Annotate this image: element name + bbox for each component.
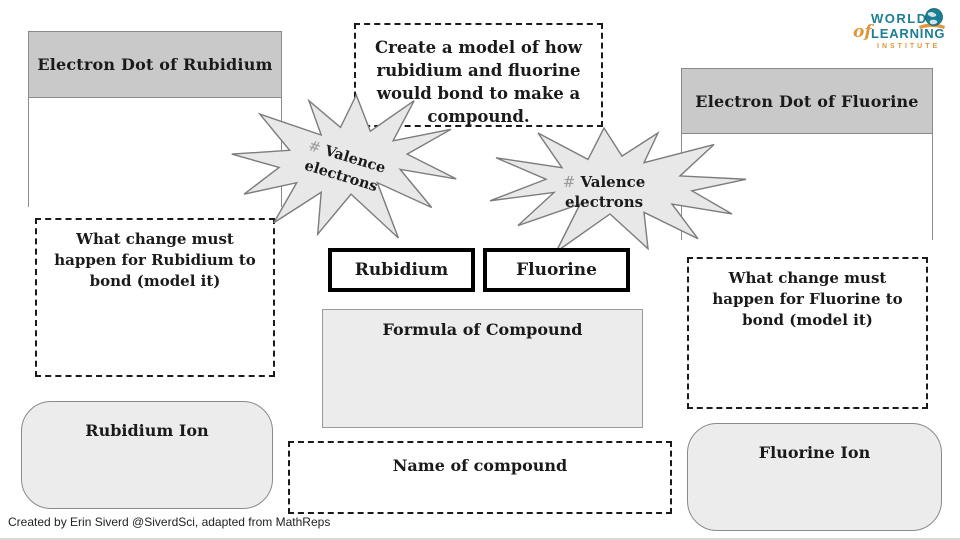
valence-label-text: Valence electrons bbox=[564, 173, 646, 211]
logo-of-text: of bbox=[853, 22, 872, 42]
what-change-fluorine-text: What change must happen for Fluorine to … bbox=[712, 269, 903, 329]
logo-learning-text: LEARNING bbox=[871, 26, 946, 41]
footer-credit: Created by Erin Siverd @SiverdSci, adapt… bbox=[8, 515, 331, 529]
electron-dot-rubidium-title-text: Electron Dot of Rubidium bbox=[37, 55, 273, 74]
rubidium-ion-title: Rubidium Ion bbox=[85, 421, 209, 440]
name-of-compound-title: Name of compound bbox=[392, 456, 568, 475]
valence-label-text: Valence electrons bbox=[302, 141, 388, 195]
fluorine-label-box: Fluorine bbox=[483, 248, 630, 292]
what-change-rubidium-text: What change must happen for Rubidium to … bbox=[54, 230, 256, 290]
globe-icon bbox=[919, 8, 945, 29]
instruction-text: Create a model of how rubidium and fluor… bbox=[375, 38, 582, 127]
name-of-compound-box[interactable]: Name of compound bbox=[288, 441, 672, 514]
logo-world-text: WORLD bbox=[871, 11, 928, 26]
what-change-fluorine-box[interactable]: What change must happen for Fluorine to … bbox=[687, 257, 928, 409]
rubidium-label-text: Rubidium bbox=[354, 260, 449, 280]
rubidium-ion-box[interactable]: Rubidium Ion bbox=[21, 401, 273, 509]
instruction-box[interactable]: Create a model of how rubidium and fluor… bbox=[354, 23, 603, 127]
electron-dot-fluorine-panel[interactable]: Electron Dot of Fluorine bbox=[681, 68, 933, 241]
what-change-rubidium-box[interactable]: What change must happen for Rubidium to … bbox=[35, 218, 275, 377]
formula-of-compound-title: Formula of Compound bbox=[382, 320, 583, 339]
fluorine-label-text: Fluorine bbox=[516, 260, 597, 280]
electron-dot-rubidium-title: Electron Dot of Rubidium bbox=[29, 32, 281, 98]
world-of-learning-logo: WORLD of LEARNING INSTITUTE bbox=[853, 8, 949, 58]
electron-dot-rubidium-workspace[interactable] bbox=[29, 98, 281, 207]
electron-dot-fluorine-title: Electron Dot of Fluorine bbox=[682, 69, 932, 134]
rubidium-label-box: Rubidium bbox=[328, 248, 475, 292]
electron-dot-fluorine-title-text: Electron Dot of Fluorine bbox=[695, 91, 919, 111]
fluorine-ion-box[interactable]: Fluorine Ion bbox=[687, 423, 942, 531]
formula-of-compound-box[interactable]: Formula of Compound bbox=[322, 309, 643, 428]
hash-symbol: # bbox=[306, 137, 323, 157]
electron-dot-rubidium-panel[interactable]: Electron Dot of Rubidium bbox=[28, 31, 282, 207]
electron-dot-fluorine-workspace[interactable] bbox=[682, 134, 932, 241]
logo-institute-text: INSTITUTE bbox=[877, 43, 941, 50]
hash-symbol: # bbox=[562, 173, 576, 191]
fluorine-ion-title: Fluorine Ion bbox=[758, 443, 871, 462]
